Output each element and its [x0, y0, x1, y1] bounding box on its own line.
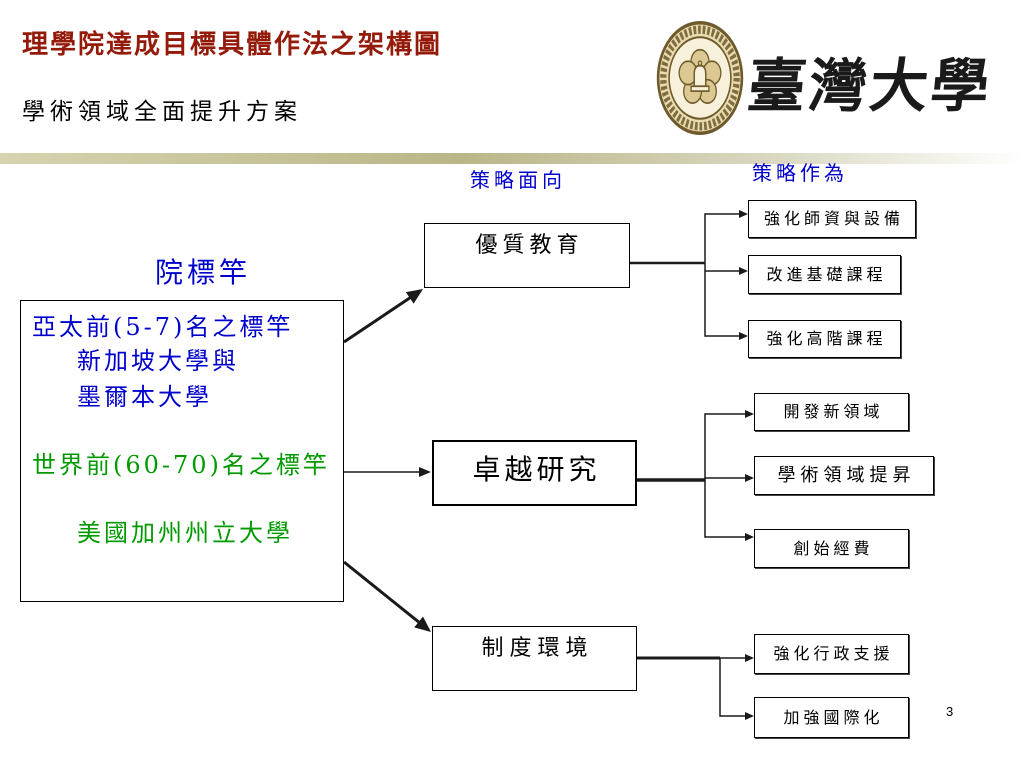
seal-bell [693, 64, 707, 88]
benchmark-world-institution: 美國加州州立大學 [77, 519, 293, 547]
benchmark-heading: 院標竿 [155, 256, 252, 289]
aspect-label: 制度環境 [481, 636, 594, 661]
action-box-faculty-facilities: 強化師資與設備 [748, 200, 916, 238]
action-label: 強化師資與設備 [763, 209, 904, 228]
action-box-advanced-courses: 強化高階課程 [748, 320, 901, 358]
slide-subtitle: 學術領域全面提升方案 [22, 99, 302, 125]
action-box-field-upgrade: 學術領域提昇 [754, 456, 934, 495]
benchmark-world-target: 世界前(60-70)名之標竿 [32, 451, 330, 479]
action-box-admin-support: 強化行政支援 [754, 634, 909, 674]
slide-title: 理學院達成目標具體作法之架構圖 [22, 30, 443, 60]
action-label: 創始經費 [793, 538, 874, 558]
seal-bell-base [690, 85, 710, 92]
aspect-box-quality-education: 優質教育 [424, 223, 630, 288]
action-label: 改進基礎課程 [766, 264, 887, 284]
action-label: 開發新領域 [783, 402, 884, 421]
connector-benchmark-to-institutional-environment [343, 560, 432, 632]
action-label: 加強國際化 [783, 707, 884, 727]
seal-bell-loop [697, 60, 703, 67]
aspect-box-institutional-environment: 制度環境 [432, 626, 637, 691]
aspect-label: 優質教育 [475, 233, 584, 258]
page-number: 3 [946, 704, 954, 719]
action-box-basic-courses: 改進基礎課程 [748, 255, 901, 294]
benchmark-box: 亞太前(5-7)名之標竿 新加坡大學與 墨爾本大學 世界前(60-70)名之標竿… [20, 300, 344, 602]
header-divider-bar [0, 153, 1024, 164]
action-label: 強化行政支援 [773, 644, 894, 663]
action-box-seed-funding: 創始經費 [754, 529, 909, 568]
column-heading-strategy-actions: 策略作為 [752, 161, 848, 185]
column-heading-strategy-aspects: 策略面向 [470, 168, 566, 192]
aspect-box-research-excellence: 卓越研究 [432, 440, 637, 506]
benchmark-asia-pacific-target: 亞太前(5-7)名之標竿 [32, 313, 294, 341]
benchmark-asia-pacific-institution: 新加坡大學與 [77, 347, 239, 375]
university-seal-icon [656, 21, 744, 135]
action-label: 學術領域提昇 [777, 464, 916, 486]
seal-lettering-ring [660, 25, 740, 131]
action-box-new-fields: 開發新領域 [754, 393, 909, 431]
action-label: 強化高階課程 [766, 329, 887, 348]
connector-benchmark-to-quality-education [343, 289, 423, 344]
benchmark-asia-pacific-institution: 墨爾本大學 [77, 383, 212, 411]
logo-wordmark: 臺灣大學 [744, 52, 996, 120]
action-box-internationalization: 加強國際化 [754, 697, 909, 738]
aspect-label: 卓越研究 [472, 453, 601, 486]
